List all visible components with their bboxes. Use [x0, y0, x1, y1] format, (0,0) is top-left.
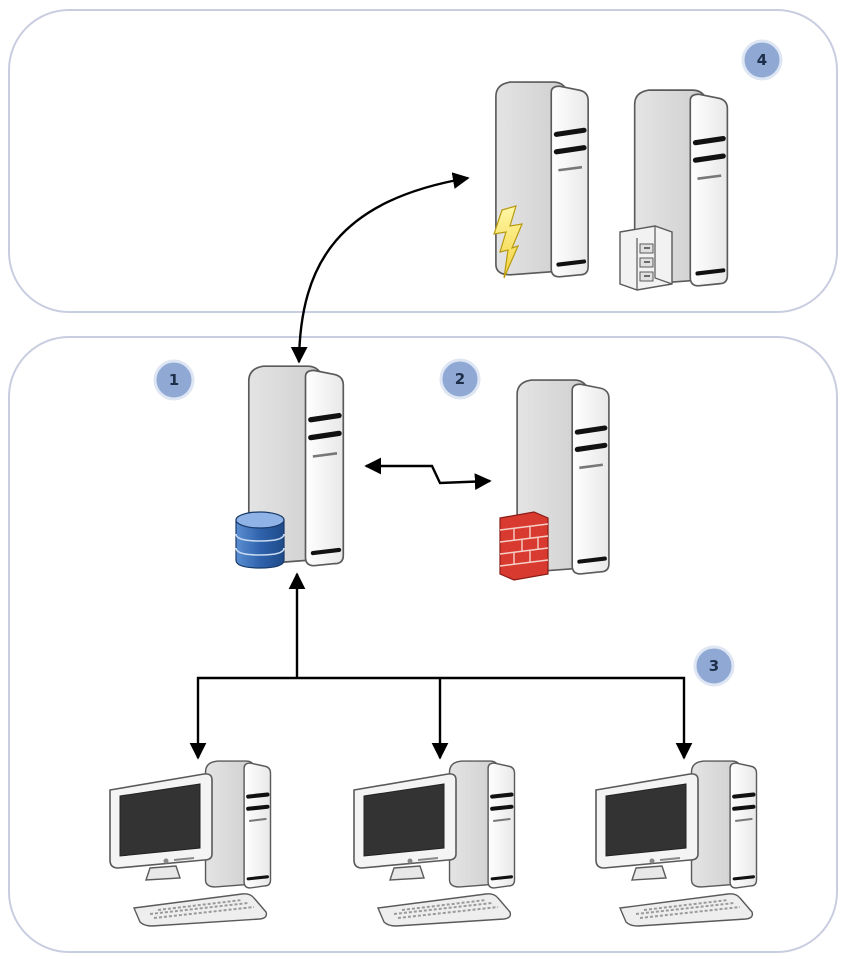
badge-clients: 3	[693, 645, 735, 687]
badge-label-3: 3	[709, 657, 719, 675]
client-workstation-1	[109, 761, 271, 927]
badge-label-1: 1	[169, 371, 179, 389]
arrow-app-to-external	[290, 172, 470, 364]
badge-app-server: 1	[153, 359, 195, 401]
external-server-lightning	[494, 82, 588, 278]
badge-label-2: 2	[455, 370, 465, 388]
firewall-server	[499, 380, 609, 581]
badge-label-4: 4	[757, 51, 767, 69]
app-database-server	[235, 366, 343, 569]
badge-firewall-server: 2	[439, 358, 481, 400]
lightning-icon	[493, 205, 523, 279]
database-icon	[235, 511, 285, 569]
client-workstation-3	[595, 761, 757, 927]
client-workstation-2	[353, 761, 515, 927]
arrow-app-to-firewall	[364, 457, 492, 490]
badge-external-servers: 4	[741, 39, 783, 81]
firewall-icon	[499, 511, 549, 581]
external-server-storage	[619, 90, 727, 291]
filing-cabinet-icon	[619, 225, 673, 291]
